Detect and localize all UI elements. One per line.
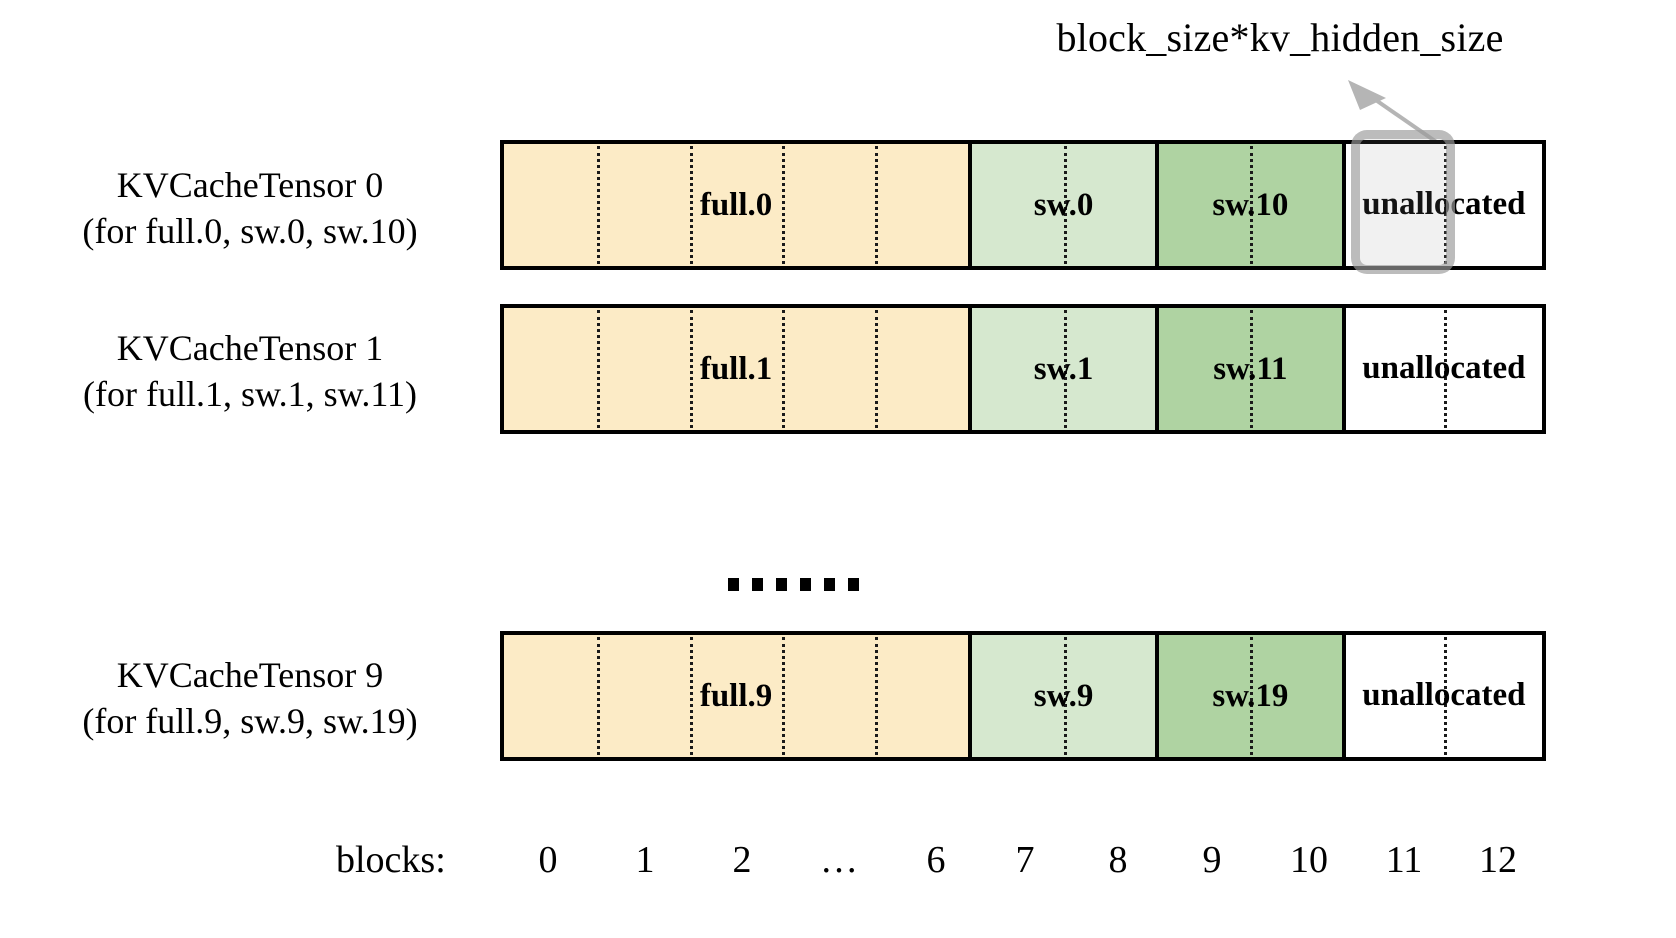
axis-tick-11: 11 xyxy=(1385,839,1423,881)
vertical-ellipsis xyxy=(728,578,859,591)
segment-sw-dark-1[interactable]: sw.11 xyxy=(1158,308,1346,430)
block-highlight-overlay[interactable] xyxy=(1351,130,1455,274)
tensor-bar-0: full.0 sw.0 sw.10 unallocated xyxy=(500,140,1546,270)
segment-full-1[interactable]: full.1 xyxy=(504,308,973,430)
segment-sw-dark-0[interactable]: sw.10 xyxy=(1158,144,1346,266)
segment-full-0-label: full.0 xyxy=(699,186,773,223)
axis-tick-2: 2 xyxy=(732,839,752,881)
axis-tick-7: 7 xyxy=(1015,839,1035,881)
row-label-0-line2: (for full.0, sw.0, sw.10) xyxy=(82,211,418,251)
segment-sw-dark-0-label: sw.10 xyxy=(1212,186,1289,223)
segment-sw-dark-9-label: sw.19 xyxy=(1212,677,1289,714)
tensor-bar-9: full.9 sw.9 sw.19 unallocated xyxy=(500,631,1546,761)
axis-tick-ellipsis: … xyxy=(820,839,858,881)
row-label-9: KVCacheTensor 9 (for full.9, sw.9, sw.19… xyxy=(15,652,485,744)
row-label-1: KVCacheTensor 1 (for full.1, sw.1, sw.11… xyxy=(15,325,485,417)
segment-sw-light-0-label: sw.0 xyxy=(1033,186,1094,223)
segment-unallocated-9[interactable]: unallocated xyxy=(1345,635,1542,757)
segment-unallocated-1[interactable]: unallocated xyxy=(1345,308,1542,430)
row-label-1-line2: (for full.1, sw.1, sw.11) xyxy=(83,374,417,414)
segment-sw-light-1-label: sw.1 xyxy=(1033,350,1094,387)
blocks-axis: blocks: 0 1 2 … 6 7 8 9 10 11 12 xyxy=(0,838,1676,898)
segment-sw-dark-1-label: sw.11 xyxy=(1213,350,1288,387)
row-label-9-line1: KVCacheTensor 9 xyxy=(116,655,384,695)
axis-tick-12: 12 xyxy=(1479,839,1517,881)
tensor-bar-1: full.1 sw.1 sw.11 unallocated xyxy=(500,304,1546,434)
axis-tick-0: 0 xyxy=(538,839,558,881)
axis-tick-9: 9 xyxy=(1202,839,1222,881)
row-label-0-line1: KVCacheTensor 0 xyxy=(116,165,384,205)
segment-sw-dark-9[interactable]: sw.19 xyxy=(1158,635,1346,757)
row-label-1-line1: KVCacheTensor 1 xyxy=(116,328,384,368)
row-label-9-line2: (for full.9, sw.9, sw.19) xyxy=(82,701,418,741)
axis-tick-1: 1 xyxy=(635,839,655,881)
segment-full-9-label: full.9 xyxy=(699,677,773,714)
segment-sw-light-9[interactable]: sw.9 xyxy=(972,635,1159,757)
segment-sw-light-0[interactable]: sw.0 xyxy=(972,144,1159,266)
segment-full-0[interactable]: full.0 xyxy=(504,144,973,266)
segment-sw-light-9-label: sw.9 xyxy=(1033,677,1094,714)
row-label-0: KVCacheTensor 0 (for full.0, sw.0, sw.10… xyxy=(15,162,485,254)
segment-full-9[interactable]: full.9 xyxy=(504,635,973,757)
segment-unallocated-1-label: unallocated xyxy=(1362,350,1526,387)
axis-tick-6: 6 xyxy=(926,839,946,881)
segment-unallocated-9-label: unallocated xyxy=(1362,677,1526,714)
axis-tick-10: 10 xyxy=(1290,839,1328,881)
blocks-axis-title: blocks: xyxy=(336,839,446,881)
segment-sw-light-1[interactable]: sw.1 xyxy=(972,308,1159,430)
axis-tick-8: 8 xyxy=(1108,839,1128,881)
segment-full-1-label: full.1 xyxy=(699,350,773,387)
annotation-label: block_size*kv_hidden_size xyxy=(1056,15,1504,60)
